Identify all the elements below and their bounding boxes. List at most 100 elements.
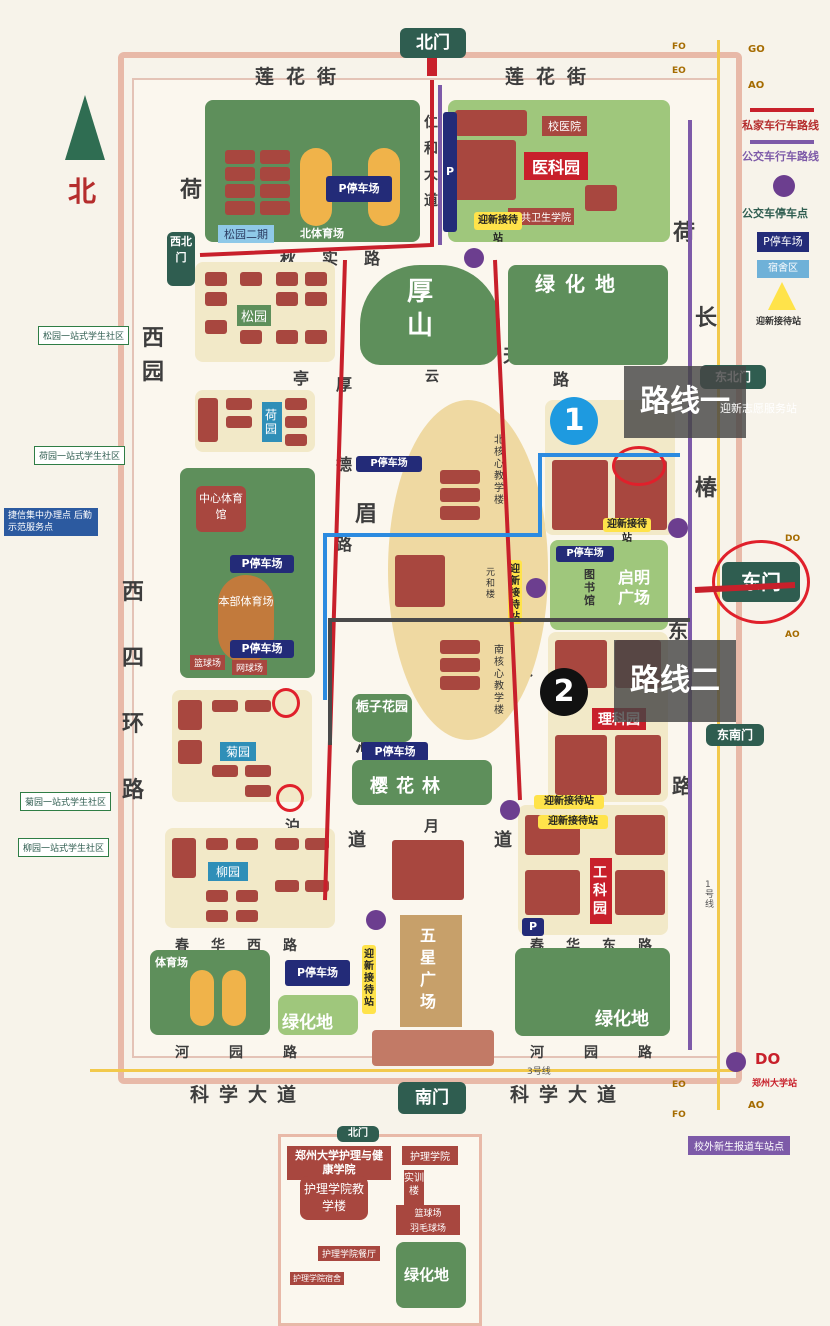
metro-ao-top: AO [748, 80, 765, 91]
parking-yikeyuan[interactable]: P [443, 112, 457, 232]
metro-line-bottom [90, 1069, 740, 1072]
yikeyuan-bldg-2 [452, 140, 516, 200]
welcome-6[interactable]: 迎新接待站 [362, 945, 376, 1014]
nan-hexin: 南核心教学楼 [494, 645, 504, 716]
road-line3: 3号线 [527, 1067, 551, 1077]
road-line1: 1号线 [705, 880, 715, 910]
welcome-5[interactable]: 迎新接待站 [538, 815, 608, 829]
parking-library[interactable]: P停车场 [556, 546, 614, 562]
road-dao-east: 道 [494, 830, 512, 851]
route-red-east-entry [694, 582, 796, 593]
legend-bus: 公交车行车路线 [742, 150, 819, 163]
legend-private: 私家车行车路线 [742, 119, 819, 132]
community-juyuan[interactable]: 菊园一站式学生社区 [20, 792, 112, 811]
legend-bus-stop-icon [773, 175, 795, 197]
southeast-gate[interactable]: 东南门 [706, 724, 764, 746]
nursing-college: 护理学院 [402, 1146, 458, 1165]
road-xisihuan: 西四环路 [122, 580, 145, 803]
parking-gongke[interactable]: P [522, 918, 544, 936]
route-blue-1 [323, 453, 680, 700]
bus-stop-1[interactable] [464, 248, 484, 268]
bus-stop-5[interactable] [668, 518, 688, 538]
metro-eo-bottom: EO [672, 1080, 686, 1090]
community-service[interactable]: 捷信集中办理点 后勤示范服务点 [4, 508, 98, 536]
bus-stop-3[interactable] [500, 800, 520, 820]
nursing-lab: 实训楼 [404, 1170, 424, 1212]
northwest-gate[interactable]: 西北门 [167, 232, 195, 286]
welcome-4[interactable]: 迎新接待站 [534, 795, 604, 809]
outside-bus-station[interactable]: 校外新生报道车站点 [688, 1136, 790, 1155]
metro-zzu-station: 郑州大学站 [752, 1079, 798, 1089]
gonggong-weisheng: 公共卫生学院 [508, 208, 574, 225]
yinghua-lin: 樱花林 [370, 776, 448, 797]
metro-fo-bottom: FO [672, 1110, 686, 1120]
parking-stadium-top[interactable]: P停车场 [230, 555, 294, 573]
volunteer-station: 迎新志愿服务站 [720, 402, 797, 415]
route-1-label: 路线一 [624, 366, 746, 438]
south-gate[interactable]: 南门 [398, 1082, 466, 1114]
community-songyuan[interactable]: 松园一站式学生社区 [38, 326, 130, 345]
parking-meihu-south[interactable]: P停车场 [362, 742, 428, 762]
lvhuadi-north-label: 绿化地 [535, 272, 625, 296]
legend-bus-stop: 公交车停车点 [742, 207, 808, 220]
road-chang: 长 [695, 306, 718, 331]
central-south-bldg [392, 840, 464, 900]
bus-stop-6[interactable] [726, 1052, 746, 1072]
houshan-label: 厚山 [407, 277, 434, 341]
north-gate[interactable]: 北门 [400, 28, 466, 58]
lanqiu-chang: 篮球场 [190, 655, 226, 670]
parking-southwest[interactable]: P停车场 [285, 960, 350, 986]
south-gate-arch [372, 1030, 494, 1066]
zhongxin-tiyuguan: 中心体育馆 [196, 486, 246, 532]
yikeyuan-label: 医科园 [524, 152, 589, 180]
route-red-north [199, 80, 434, 257]
bus-stop-2[interactable] [526, 578, 546, 598]
parking-meihu-north[interactable]: P停车场 [356, 456, 422, 472]
nursing-court-b: 羽毛球场 [396, 1220, 460, 1235]
route-2-number: 2 [540, 668, 588, 716]
xiaoyiyuan: 校医院 [542, 116, 587, 136]
metro-do-east: DO [785, 534, 801, 544]
road-xiyuan: 西园 [142, 326, 165, 385]
welcome-2[interactable]: 迎新接待站 [474, 212, 522, 244]
lvhuadi-south-label: 绿化地 [595, 1009, 649, 1030]
area-yinghua [352, 760, 492, 805]
gongke-yuan: 工科园 [590, 858, 612, 924]
parking-north-sports[interactable]: P停车场 [326, 176, 392, 202]
route-gray-2 [328, 618, 690, 745]
bus-stop-4[interactable] [366, 910, 386, 930]
area-lvhuadi-sw [278, 995, 358, 1035]
road-ting: 亭 [293, 369, 310, 388]
parking-stadium-bottom[interactable]: P停车场 [230, 640, 294, 658]
legend-welcome: 迎新接待站 [756, 317, 802, 327]
route-1-number: 1 [550, 397, 598, 445]
east-gate-highlight [712, 540, 810, 624]
road-lianhua-west: 莲花街 [255, 66, 349, 88]
area-lvhuadi-south [515, 948, 670, 1036]
community-heyuan[interactable]: 荷园一站式学生社区 [34, 446, 126, 465]
juyuan-circle-2 [276, 784, 304, 812]
nursing-north-gate[interactable]: 北门 [337, 1126, 379, 1142]
route-red-west [323, 259, 347, 901]
legend-parking: P停车场 [757, 232, 809, 252]
beiti-yuchang: 北体育场 [300, 227, 344, 240]
welcome-1[interactable]: 迎新接待站 [603, 518, 651, 544]
wuxing-guangchang [400, 915, 462, 1027]
nursing-lvhuadi-label: 绿化地 [404, 1266, 450, 1284]
road-he-west: 荷 [180, 178, 203, 203]
metro-eo-top: EO [672, 66, 686, 76]
road-lianhua-east: 莲花街 [505, 66, 599, 88]
metro-go-top: GO [748, 44, 765, 55]
songyuan-er-label: 松园二期 [218, 225, 274, 243]
road-lu-east: 路 [672, 774, 692, 798]
ne-circle-highlight [612, 446, 666, 486]
route-2-label: 路线二 [614, 640, 736, 722]
area-zhizi [352, 694, 412, 742]
nursing-dorm: 护理学院宿舍 [290, 1272, 344, 1285]
road-chun: 椿 [695, 476, 718, 501]
legend-bus-icon [750, 140, 814, 144]
tushuguan: 图书馆 [584, 568, 595, 607]
community-liuyuan[interactable]: 柳园一站式学生社区 [18, 838, 110, 857]
nursing-lvhuadi [396, 1242, 466, 1308]
